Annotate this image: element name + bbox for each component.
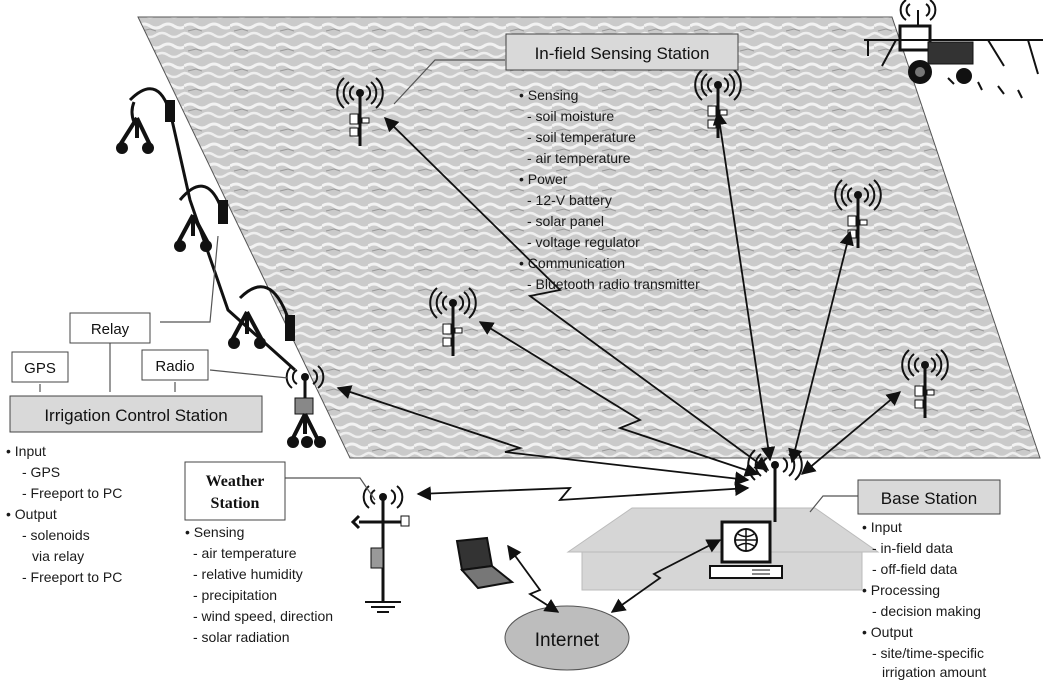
- infield-station-box: [505, 33, 739, 71]
- control-item: • Output: [6, 506, 57, 522]
- relay-label: Relay: [91, 321, 130, 338]
- base-station-list: • Input - in-field data - off-field data…: [862, 519, 986, 680]
- weather-station-title-line1: Weather: [206, 473, 265, 490]
- control-item: - GPS: [22, 464, 60, 480]
- weather-station-list: • Sensing - air temperature - relative h…: [185, 524, 333, 645]
- internet-label: Internet: [535, 630, 600, 651]
- laptop-icon: [455, 536, 515, 590]
- base-item: • Input: [862, 519, 902, 535]
- weather-item: - wind speed, direction: [193, 608, 333, 624]
- base-item: - decision making: [872, 603, 981, 619]
- radio-label: Radio: [155, 358, 194, 375]
- base-item: irrigation amount: [882, 664, 986, 680]
- infield-item: • Power: [519, 171, 568, 187]
- base-station-title: Base Station: [881, 489, 977, 508]
- infield-item: • Communication: [519, 255, 625, 271]
- infield-item: - soil temperature: [527, 129, 636, 145]
- weather-item: - precipitation: [193, 587, 277, 603]
- tractor-icon: [864, 0, 1043, 99]
- infield-item: - Bluetooth radio transmitter: [527, 276, 700, 292]
- weather-station-icon: [350, 485, 410, 613]
- relay-box: [69, 312, 151, 344]
- weather-station-title-line2: Station: [211, 495, 260, 512]
- weather-station-box: [184, 461, 286, 521]
- infield-item: - soil moisture: [527, 108, 614, 124]
- radio-box: [141, 349, 209, 381]
- weather-item: - solar radiation: [193, 629, 290, 645]
- infield-item: - voltage regulator: [527, 234, 640, 250]
- control-item: - Freeport to PC: [22, 485, 122, 501]
- weather-item: • Sensing: [185, 524, 244, 540]
- infield-station-list: • Sensing - soil moisture - soil tempera…: [519, 87, 700, 292]
- control-item: - solenoids: [22, 527, 90, 543]
- base-item: • Processing: [862, 582, 940, 598]
- control-item: via relay: [32, 548, 84, 564]
- weather-item: - air temperature: [193, 545, 297, 561]
- weather-item: - relative humidity: [193, 566, 303, 582]
- irrigation-control-tower-icon: [285, 365, 326, 448]
- base-station-box: [857, 479, 1001, 515]
- internet-ellipse: [504, 605, 630, 671]
- connector-lines: [39, 59, 858, 513]
- infield-item: - air temperature: [527, 150, 631, 166]
- connection-arrows: [336, 110, 902, 613]
- control-item: - Freeport to PC: [22, 569, 122, 585]
- control-station-box: [9, 395, 263, 433]
- center-pivot-tower-icon: [116, 87, 297, 372]
- control-station-list: • Input - GPS - Freeport to PC • Output …: [6, 443, 122, 585]
- gps-label: GPS: [24, 360, 56, 377]
- infield-item: - 12-V battery: [527, 192, 612, 208]
- desktop-computer-icon: [709, 520, 783, 579]
- control-item: • Input: [6, 443, 46, 459]
- base-item: • Output: [862, 624, 913, 640]
- base-item: - off-field data: [872, 561, 958, 577]
- infield-item: • Sensing: [519, 87, 578, 103]
- base-item: - in-field data: [872, 540, 953, 556]
- gps-box: [11, 351, 69, 383]
- control-station-title: Irrigation Control Station: [44, 406, 227, 425]
- infield-item: - solar panel: [527, 213, 604, 229]
- infield-station-title: In-field Sensing Station: [535, 44, 710, 63]
- base-item: - site/time-specific: [872, 645, 984, 661]
